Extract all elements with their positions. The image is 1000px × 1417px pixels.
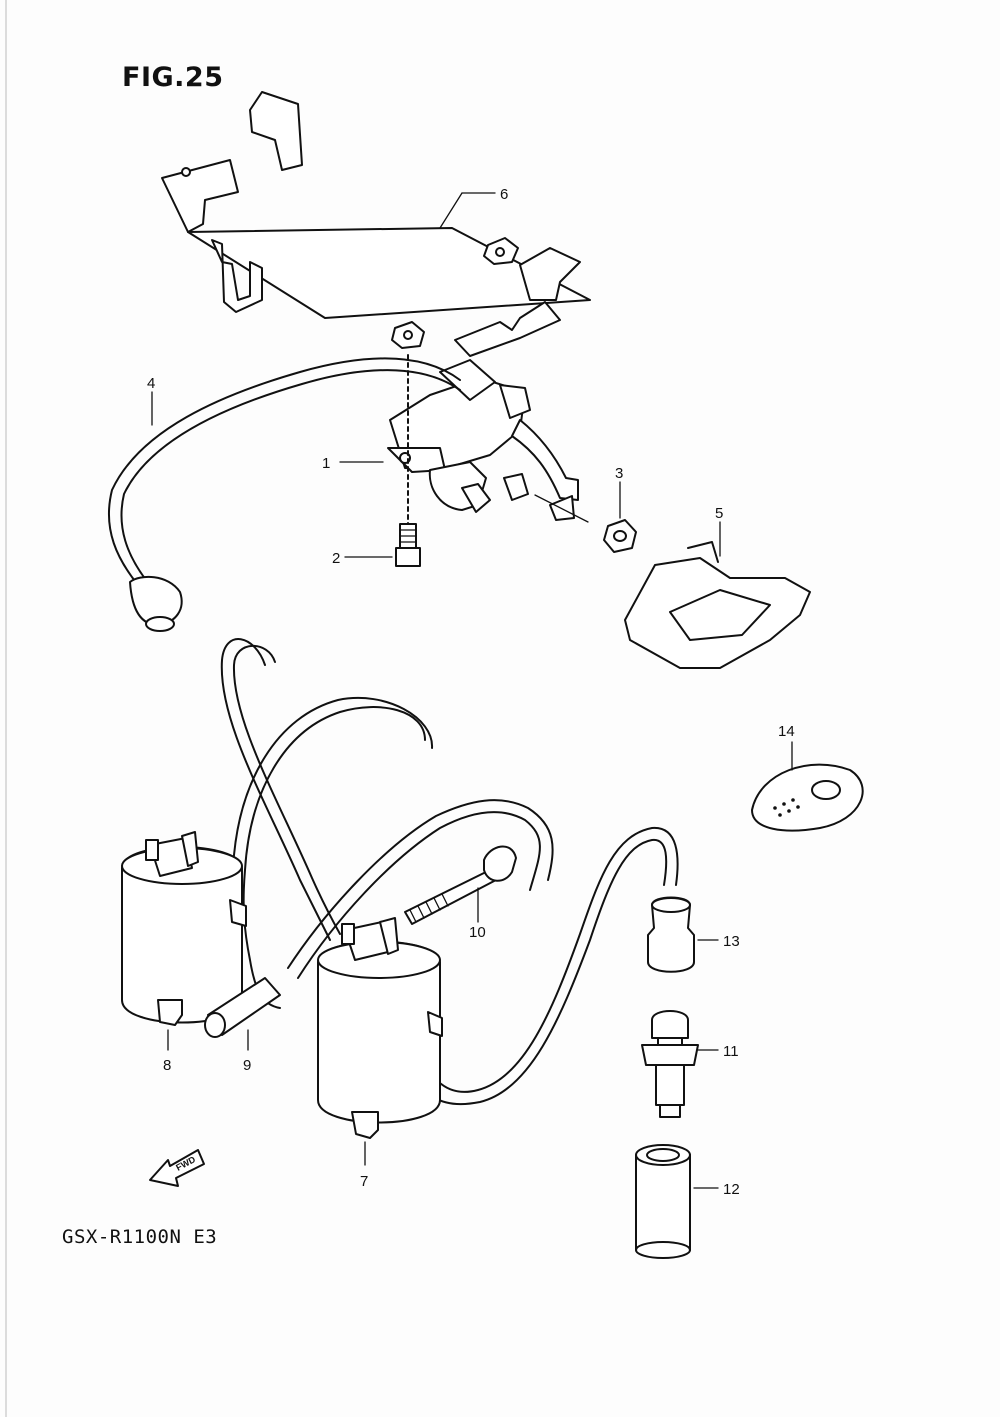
bolt-part-2 <box>344 354 421 567</box>
callout-4: 4 <box>147 375 155 392</box>
callout-7: 7 <box>360 1173 368 1190</box>
callout-3: 3 <box>615 465 623 482</box>
callout-8: 8 <box>163 1057 171 1074</box>
callout-2: 2 <box>332 550 340 567</box>
forward-direction-icon: FWD <box>149 1149 205 1187</box>
plug-cap-part-13 <box>647 896 719 973</box>
hightension-wires <box>220 638 679 1106</box>
bolt-part-10 <box>404 845 517 925</box>
callout-14: 14 <box>778 723 795 740</box>
figure-title: FIG.25 <box>122 62 224 93</box>
callout-6: 6 <box>500 186 508 203</box>
spark-plug-part-11 <box>641 1010 719 1118</box>
callout-labels: 1 2 3 4 5 6 7 8 9 10 11 12 13 14 <box>147 186 795 1198</box>
callout-10: 10 <box>469 924 486 941</box>
model-label: GSX-R1100N E3 <box>62 1226 218 1248</box>
decal-part-14 <box>751 741 864 832</box>
ignition-coil-part-7 <box>317 917 443 1166</box>
bracket-plate-part <box>161 91 591 357</box>
igniter-unit-part <box>339 359 589 523</box>
callout-1: 1 <box>322 455 330 472</box>
nut-part-3 <box>603 481 637 553</box>
callout-9: 9 <box>243 1057 251 1074</box>
plug-cover-part-12 <box>635 1144 719 1259</box>
callout-13: 13 <box>723 933 740 950</box>
callout-11: 11 <box>723 1043 739 1060</box>
callout-5: 5 <box>715 505 723 522</box>
sleeve-part-9 <box>204 977 281 1051</box>
lead-wire-part-4 <box>107 357 461 632</box>
cover-part-5 <box>624 521 811 669</box>
callout-12: 12 <box>723 1181 740 1198</box>
